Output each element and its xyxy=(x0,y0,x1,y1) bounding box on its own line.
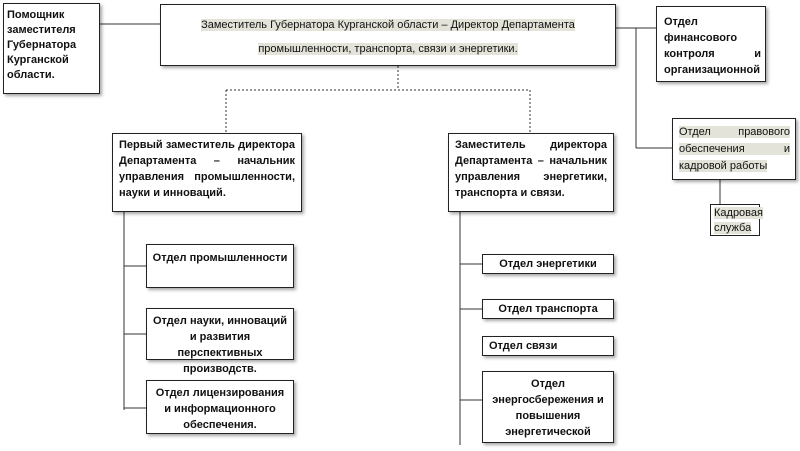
communications-dept-box: Отдел связи xyxy=(482,336,614,356)
head-box: Заместитель Губернатора Курганской облас… xyxy=(160,4,616,66)
assistant-label: Помощник заместителя Губернатора Курганс… xyxy=(7,9,77,81)
finance-dept-box: Отдел финансового контроля и организацио… xyxy=(656,6,766,82)
energy-dept-label: Отдел энергетики xyxy=(499,258,597,270)
legal-dept-box: Отдел правового обеспечения и кадровой р… xyxy=(672,118,796,180)
head-label-line1: Заместитель Губернатора Курганской облас… xyxy=(201,19,575,31)
licensing-dept-box: Отдел лицензирования и информационного о… xyxy=(146,380,294,434)
first-deputy-box: Первый заместитель директора Департамент… xyxy=(112,133,302,212)
assistant-box: Помощник заместителя Губернатора Курганс… xyxy=(3,3,100,94)
licensing-dept-label: Отдел лицензирования и информационного о… xyxy=(155,387,285,431)
first-deputy-label: Первый заместитель директора Департамент… xyxy=(119,139,295,199)
energy-dept-box: Отдел энергетики xyxy=(482,254,614,274)
legal-dept-label: Отдел правового обеспечения и кадровой р… xyxy=(679,126,790,172)
transport-dept-box: Отдел транспорта xyxy=(482,299,614,319)
head-label-line2: промышленности, транспорта, связи и энер… xyxy=(258,43,518,55)
energy-saving-dept-box: Отдел энергосбережения и повышения энерг… xyxy=(482,371,614,443)
science-dept-box: Отдел науки, инноваций и развития перспе… xyxy=(146,308,294,375)
communications-dept-label: Отдел связи xyxy=(489,340,558,352)
hr-service-label: Кадровая служба xyxy=(714,207,763,234)
deputy-label: Заместитель директора Департамента – нач… xyxy=(455,139,607,199)
hr-service-box: Кадровая служба xyxy=(710,204,763,236)
finance-dept-label: Отдел финансового контроля и организацио… xyxy=(664,16,761,76)
industry-dept-label: Отдел промышленности xyxy=(152,252,288,264)
science-dept-label: Отдел науки, инноваций и развития перспе… xyxy=(153,315,287,375)
industry-dept-box: Отдел промышленности xyxy=(146,244,294,288)
deputy-box: Заместитель директора Департамента – нач… xyxy=(448,133,614,212)
transport-dept-label: Отдел транспорта xyxy=(498,303,598,315)
energy-saving-dept-label: Отдел энергосбережения и повышения энерг… xyxy=(492,378,604,438)
